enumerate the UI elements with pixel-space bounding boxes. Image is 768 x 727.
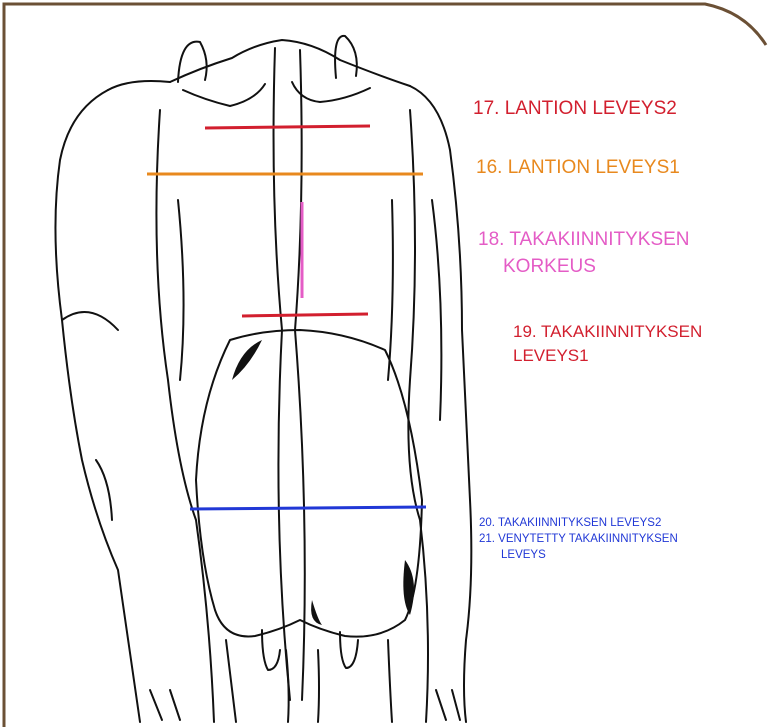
label-17-lantion-leveys2: 17. LANTION LEVEYS2 <box>473 98 677 120</box>
label-19-line2: LEVEYS1 <box>513 346 589 366</box>
measure-line-19 <box>242 314 368 316</box>
label-16-lantion-leveys1: 16. LANTION LEVEYS1 <box>476 157 680 179</box>
label-18-line2: KORKEUS <box>503 256 596 278</box>
cow-outline <box>55 36 471 722</box>
measure-line-17 <box>205 126 370 128</box>
label-20: 20. TAKAKIINNITYKSEN LEVEYS2 <box>479 517 661 530</box>
measure-line-20 <box>190 507 426 509</box>
label-21-line1: 21. VENYTETTY TAKAKIINNITYKSEN <box>479 533 678 546</box>
cow-shading <box>232 340 414 625</box>
label-19-line1: 19. TAKAKIINNITYKSEN <box>513 322 702 342</box>
label-21-line2: LEVEYS <box>501 549 546 562</box>
label-18-line1: 18. TAKAKIINNITYKSEN <box>478 229 690 251</box>
